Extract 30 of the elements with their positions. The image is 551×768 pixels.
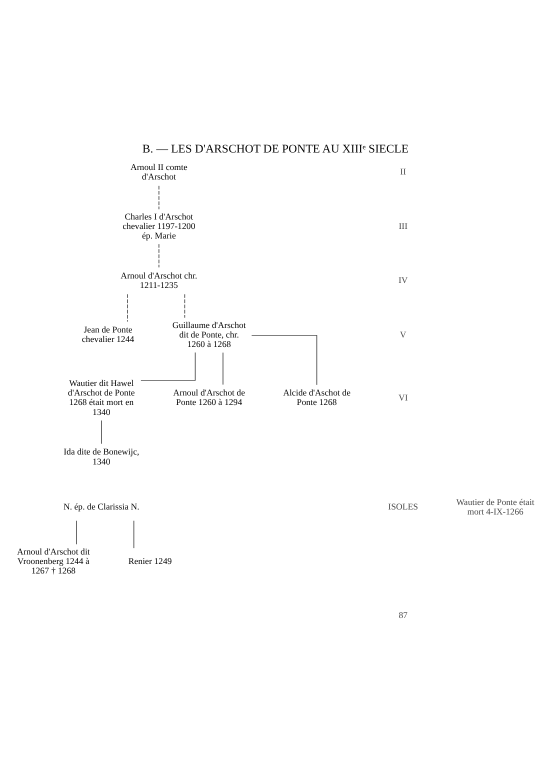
node-text: Charles I d'Arschot chevalier 1197-1200 ép. Marie (122, 210, 196, 240)
connector (158, 243, 160, 268)
connector (140, 352, 196, 380)
node-text: Alcide d'Aschot de Ponte 1268 (283, 387, 351, 407)
node-text: Renier 1249 (128, 555, 172, 566)
label: IV (398, 274, 408, 285)
label: III (398, 220, 408, 230)
label: 87 (398, 610, 408, 620)
label: Wautier de Ponte était mort 4-IX-1266 (456, 496, 534, 516)
label: VI (398, 392, 408, 402)
connector (101, 420, 102, 444)
node-text: Arnoul d'Arschot dit Vroonenberg 1244 à 1267 † 1268 (17, 546, 90, 575)
node-text: N. ép. de Clarissia N. (63, 501, 140, 512)
label: II (400, 166, 406, 176)
node-text: Jean de Ponte chevalier 1244 (82, 324, 134, 344)
connector (127, 293, 128, 322)
node-text: Wautier dit Hawel d'Arschot de Ponte 1268 était mort en 1340 (68, 378, 135, 416)
node-text: Arnoul II comte d'Arschot (130, 161, 188, 181)
node-text: Arnoul d'Arschot chr. 1211-1235 (120, 270, 198, 290)
connector (158, 184, 160, 210)
label: ISOLES (388, 501, 418, 512)
label: V (400, 328, 406, 339)
diagram-title: B. — LES D'ARSCHOT DE PONTE AU XIIIᵉ SIECLE (142, 140, 409, 155)
connector (222, 352, 224, 385)
connector (76, 520, 77, 544)
connector (184, 293, 186, 318)
node-text: Ida dite de Bonewijc, 1340 (64, 446, 140, 466)
connector (251, 334, 318, 385)
node-text: Guillaume d'Arschot dit de Ponte, chr. 1260 à 1268 (172, 319, 246, 348)
node-text: Arnoul d'Arschot de Ponte 1260 à 1294 (173, 387, 246, 407)
